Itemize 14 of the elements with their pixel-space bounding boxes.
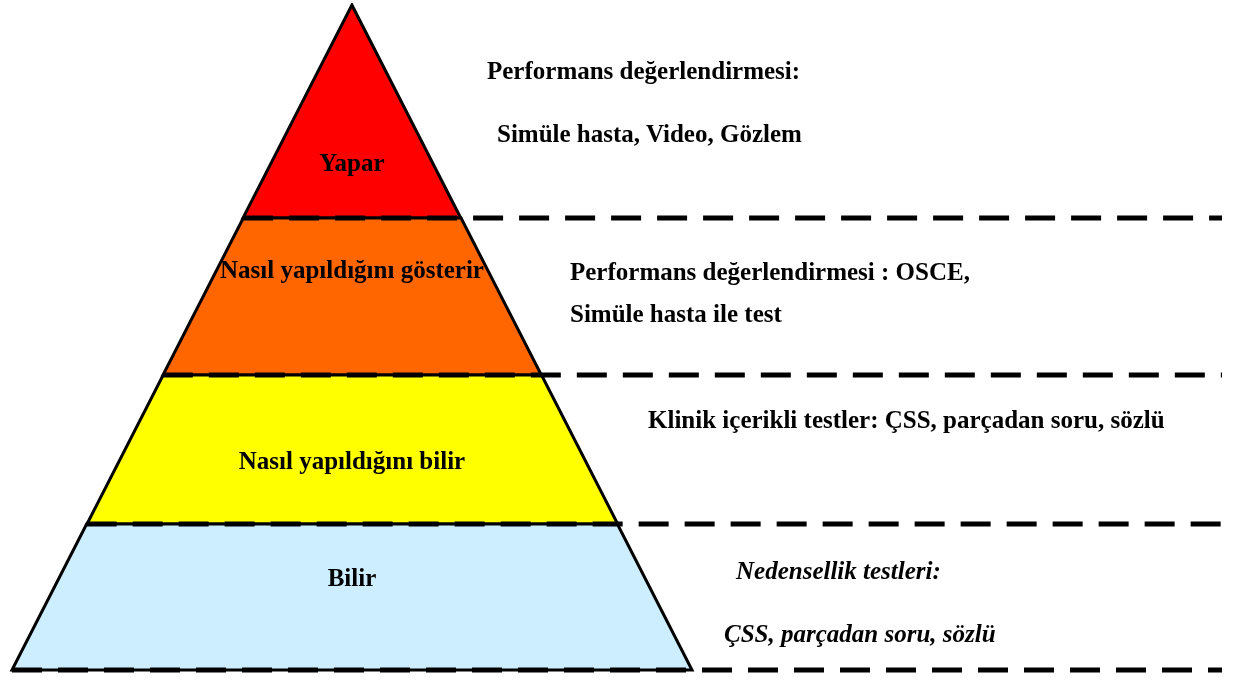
assessment-note: Performans değerlendirmesi : OSCE, Simüle hasta ile test	[570, 257, 971, 329]
tier-label: Nasıl yapıldığını gösterir	[219, 255, 485, 285]
assessment-note: ÇSS, parçadan soru, sözlü	[724, 619, 997, 649]
pyramid-tier	[83, 373, 621, 526]
assessment-note: Performans değerlendirmesi:	[487, 56, 802, 86]
tier-label: Bilir	[326, 563, 378, 593]
pyramid-tier	[240, 3, 464, 220]
assessment-note: Nedensellik testleri:	[736, 556, 942, 586]
pyramid-tier	[9, 522, 695, 672]
assessment-note: Klinik içerikli testler: ÇSS, parçadan soru, sözlü	[648, 405, 1166, 435]
tier-label: Nasıl yapıldığını bilir	[237, 446, 467, 476]
pyramid-tier	[159, 216, 545, 377]
assessment-note: Simüle hasta, Video, Gözlem	[497, 119, 803, 149]
tier-label: Yapar	[318, 148, 386, 178]
